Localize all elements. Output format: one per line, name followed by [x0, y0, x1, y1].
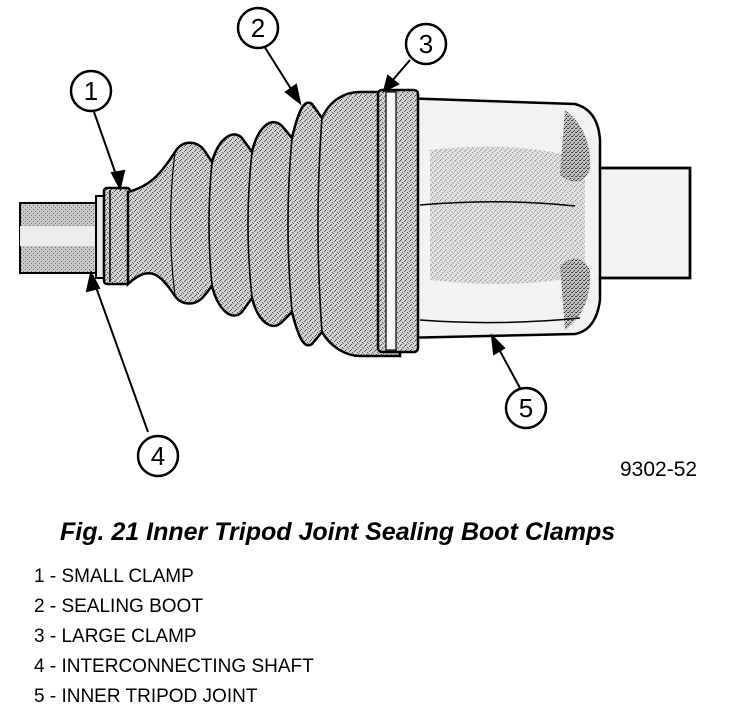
legend-item: 3 - LARGE CLAMP — [34, 626, 197, 647]
figure-id: 9302-52 — [620, 458, 698, 481]
callout-5: 5 — [504, 386, 548, 430]
svg-text:1: 1 — [84, 76, 98, 106]
legend-item: 5 - INNER TRIPOD JOINT — [34, 686, 258, 707]
legend-item: 4 - INTERCONNECTING SHAFT — [34, 656, 314, 677]
large-clamp — [376, 88, 420, 354]
small-clamp — [95, 186, 132, 286]
callout-1: 1 — [69, 69, 113, 113]
boot-clamp-diagram: 1 2 3 4 5 — [19, 6, 692, 478]
callout-3: 3 — [404, 22, 448, 66]
svg-text:3: 3 — [419, 29, 433, 59]
legend-list: 1 - SMALL CLAMP 2 - SEALING BOOT 3 - LAR… — [34, 562, 314, 712]
interconnecting-shaft — [19, 202, 105, 274]
callout-2: 2 — [236, 6, 280, 50]
svg-text:5: 5 — [519, 393, 533, 423]
tripod-joint-housing — [398, 96, 692, 340]
svg-text:4: 4 — [151, 441, 165, 471]
leader-lines — [85, 45, 521, 433]
figure-caption: Fig. 21 Inner Tripod Joint Sealing Boot … — [60, 518, 616, 546]
svg-text:2: 2 — [251, 13, 265, 43]
callout-4: 4 — [136, 434, 180, 478]
legend-item: 2 - SEALING BOOT — [34, 596, 203, 617]
sealing-boot — [126, 90, 402, 358]
legend-item: 1 - SMALL CLAMP — [34, 566, 194, 587]
